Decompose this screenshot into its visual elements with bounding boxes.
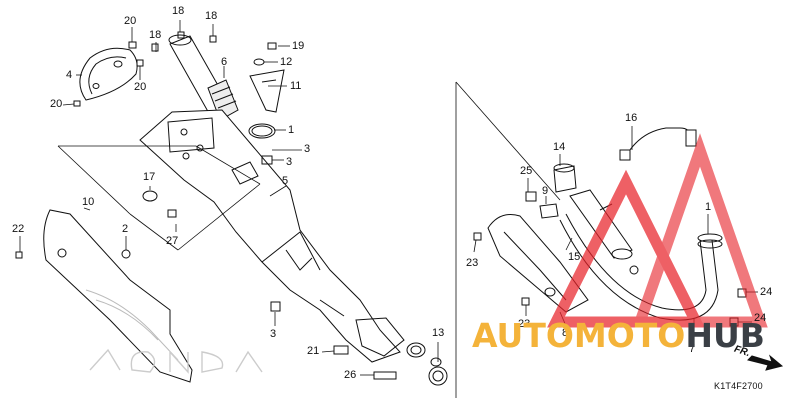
callout-label: 26 xyxy=(344,369,357,381)
callout-label: 13 xyxy=(432,327,445,339)
callout-label: 14 xyxy=(553,141,566,153)
bolt-part xyxy=(209,35,217,43)
callout-label: 11 xyxy=(290,80,302,92)
bolt-part xyxy=(373,371,397,380)
callout-label: 27 xyxy=(166,235,179,247)
exhaust-pipe-part xyxy=(168,34,239,125)
heat-shield-cover-part xyxy=(79,47,138,101)
callout-label: 3 xyxy=(286,156,293,168)
watermark-logo xyxy=(547,133,768,328)
callout-label: 18 xyxy=(172,5,185,17)
bolt-part xyxy=(167,209,177,218)
clip-part xyxy=(539,203,559,219)
callout-label: 18 xyxy=(205,10,218,22)
callout-label: 9 xyxy=(542,185,549,197)
bolt-part xyxy=(473,232,482,241)
honda-logo-watermark xyxy=(89,348,263,374)
clamp-part xyxy=(428,366,448,386)
callout-label: 8 xyxy=(562,327,569,339)
collar-part xyxy=(142,190,158,202)
callout-label: 15 xyxy=(568,251,581,263)
watermark-text: AUTOMOTOHUB xyxy=(472,316,765,355)
callout-label: 5 xyxy=(282,175,289,187)
heat-protector-part xyxy=(487,214,589,313)
callout-label: 18 xyxy=(149,29,162,41)
grommet-part xyxy=(121,249,131,259)
callout-label: 10 xyxy=(82,196,95,208)
bolt-part xyxy=(177,31,185,39)
bolt-part xyxy=(333,345,349,355)
collar-part xyxy=(553,165,577,193)
callout-label: 22 xyxy=(12,223,25,235)
callout-label: 12 xyxy=(280,56,293,68)
callout-label: 24 xyxy=(754,312,767,324)
callout-label: 3 xyxy=(304,143,311,155)
forward-arrow-icon xyxy=(747,354,784,371)
callout-label: 25 xyxy=(520,165,533,177)
callout-label: 1 xyxy=(705,201,712,213)
callout-label: 20 xyxy=(50,98,63,110)
callout-label: 21 xyxy=(307,345,320,357)
callout-label: 3 xyxy=(270,328,277,340)
callout-label: 7 xyxy=(689,343,696,355)
clip-part xyxy=(231,161,259,185)
gasket-part xyxy=(248,123,276,139)
clip-part xyxy=(270,301,281,312)
callout-label: 23 xyxy=(466,257,479,269)
washer-part xyxy=(253,58,265,66)
callout-label: 24 xyxy=(760,286,773,298)
diagram-part-code: K1T4F2700 xyxy=(714,381,763,391)
bolt-part xyxy=(151,43,159,52)
callout-label: 23 xyxy=(518,318,531,330)
protector-part xyxy=(249,69,285,113)
gasket-part xyxy=(697,233,723,243)
callout-label: 16 xyxy=(625,112,638,124)
callout-label: 19 xyxy=(292,40,305,52)
bolt-part xyxy=(525,191,537,202)
bolt-part xyxy=(521,297,530,306)
callout-label: 17 xyxy=(143,171,156,183)
bolt-part xyxy=(15,251,23,259)
callout-label: 20 xyxy=(134,81,147,93)
muffler-cover-part xyxy=(43,209,193,383)
sensor-wire-part xyxy=(619,127,697,161)
callout-label: 2 xyxy=(122,223,129,235)
callout-label: 4 xyxy=(66,69,73,81)
callout-label: 1 xyxy=(288,124,295,136)
callout-label: 6 xyxy=(221,56,228,68)
muffler-body-part xyxy=(139,109,426,363)
bolt-part xyxy=(267,42,277,50)
grommet-part xyxy=(57,248,67,258)
grommet-part xyxy=(629,265,639,275)
callout-label: 20 xyxy=(124,15,137,27)
